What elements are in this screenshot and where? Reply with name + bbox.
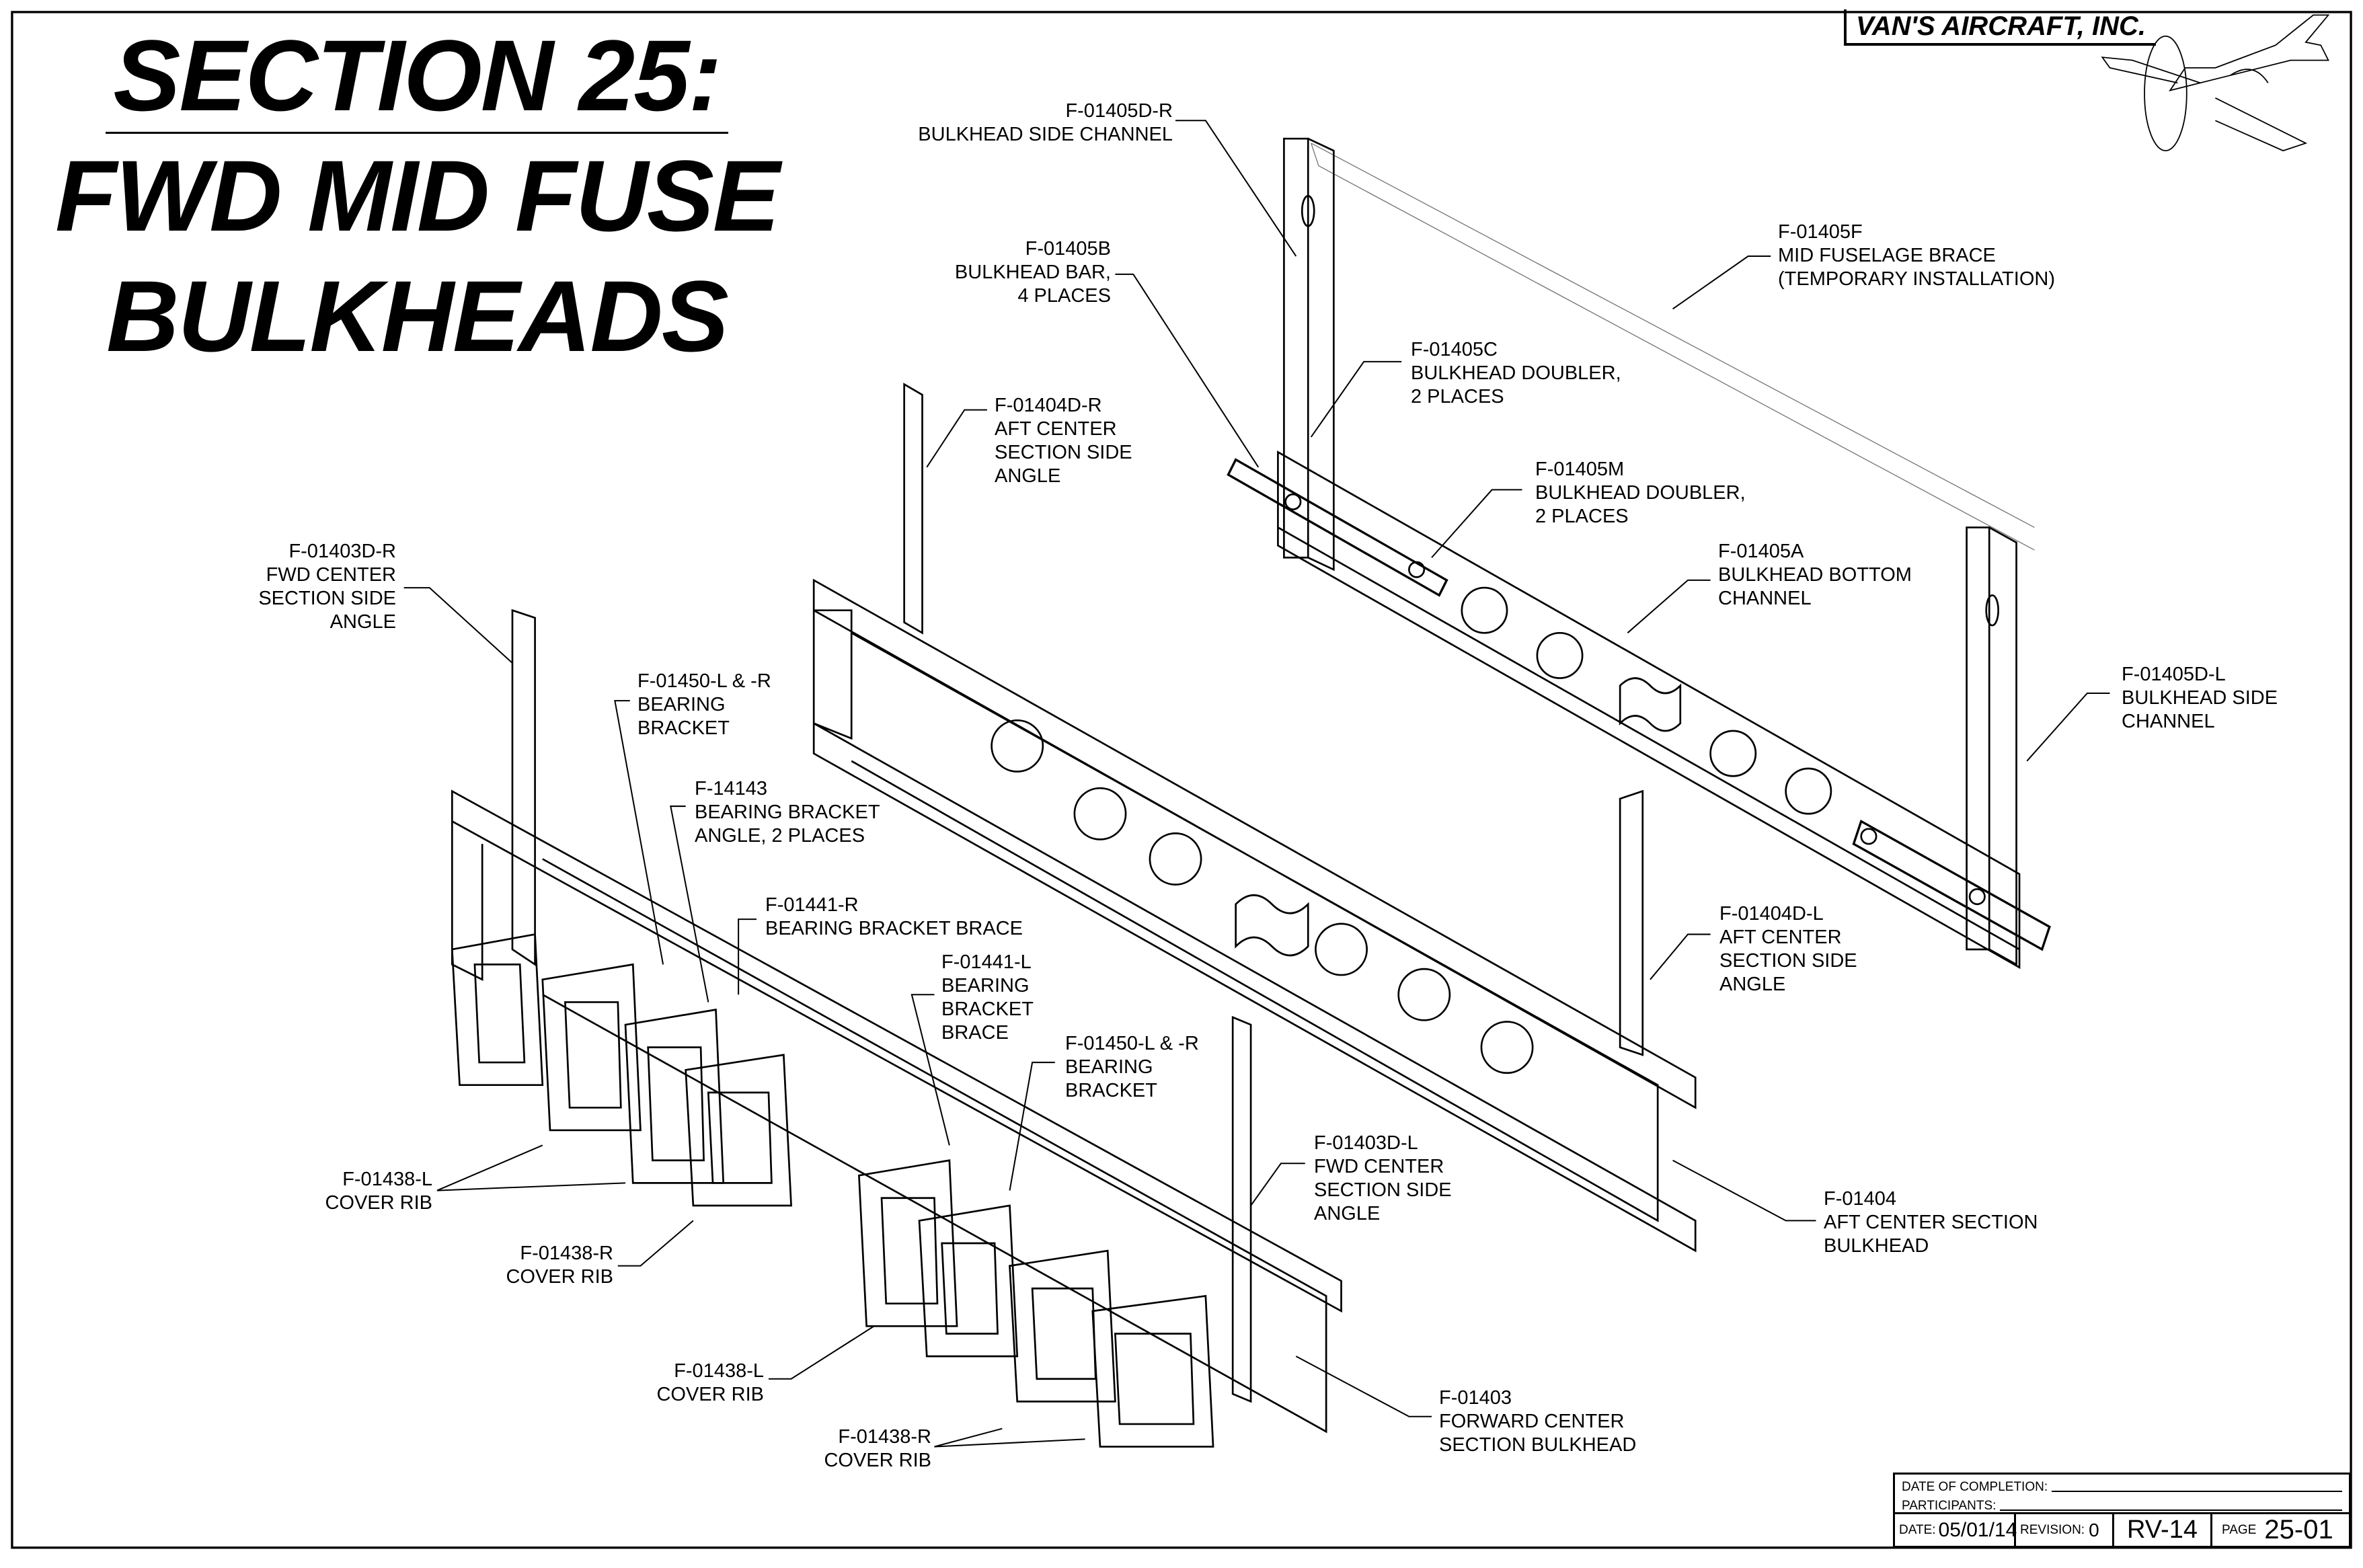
revision-label: REVISION: [2020, 1522, 2085, 1537]
callout-part: F-14143 [695, 778, 768, 799]
bulkhead-bottom-channel [1277, 450, 2021, 970]
callout-desc: BEARING BRACKET BRACE [765, 918, 1023, 939]
page-label: PAGE [2222, 1522, 2257, 1537]
section-title-line3: BULKHEADS [106, 260, 729, 373]
callout-part: F-01438-R [520, 1243, 613, 1264]
revision-value: 0 [2089, 1519, 2099, 1540]
side-channel-right [1283, 137, 1335, 572]
leader-lines [403, 120, 2110, 1448]
date-value: 05/01/14 [1938, 1518, 2017, 1541]
page-cell: PAGE 25-01 [2212, 1514, 2349, 1546]
callout-part: F-01438-L [674, 1360, 764, 1382]
callout-desc: BEARING BRACKET BRACE [941, 975, 1034, 1044]
side-channel-left [1966, 526, 2017, 966]
callout-desc: FORWARD CENTER SECTION BULKHEAD [1439, 1411, 1637, 1456]
callout-desc: BULKHEAD BAR, 4 PLACES [954, 262, 1111, 307]
callout-part: F-01438-L [342, 1169, 432, 1190]
title-divider [106, 132, 728, 134]
participants-label: PARTICIPANTS: [1902, 1499, 1997, 1513]
callout-part: F-01403 [1439, 1387, 1512, 1409]
callout-desc: BULKHEAD DOUBLER, 2 PLACES [1535, 482, 1746, 527]
callout-desc: COVER RIB [506, 1266, 613, 1288]
callout-desc: BULKHEAD DOUBLER, 2 PLACES [1411, 362, 1621, 407]
date-cell: DATE:05/01/14 [1895, 1514, 2017, 1546]
aft-center-section-bulkhead [812, 578, 1697, 1253]
section-title-line1: SECTION 25: [113, 19, 722, 132]
callout-desc: BULKHEAD SIDE CHANNEL [918, 124, 1173, 145]
callout-part: F-01405B [1025, 238, 1111, 260]
callout-part: F-01438-R [838, 1426, 931, 1448]
callout-part: F-01405D-R [1065, 100, 1173, 122]
callout-desc: COVER RIB [824, 1450, 931, 1471]
section-title-line2: FWD MID FUSE [55, 139, 780, 252]
callout-part: F-01403D-L [1314, 1132, 1418, 1154]
callout-part: F-01441-L [941, 951, 1032, 973]
callout-desc: BULKHEAD BOTTOM CHANNEL [1718, 564, 1912, 609]
airplane-icon [2101, 14, 2330, 152]
callout-desc: BEARING BRACKET [637, 694, 730, 739]
brand-name: VAN'S AIRCRAFT, INC. [1844, 9, 2156, 46]
callout-desc: AFT CENTER SECTION BULKHEAD [1824, 1212, 2038, 1257]
callout-desc: BULKHEAD SIDE CHANNEL [2122, 687, 2278, 732]
callout-desc: MID FUSELAGE BRACE (TEMPORARY INSTALLATI… [1778, 245, 2055, 290]
callout-desc: AFT CENTER SECTION SIDE ANGLE [1719, 927, 1857, 995]
completion-field[interactable] [2052, 1491, 2342, 1492]
drawing-border [11, 11, 2352, 1549]
callout-part: F-01405A [1718, 541, 1804, 562]
callout-part: F-01450-L & -R [1065, 1033, 1199, 1054]
callout-part: F-01441-R [765, 894, 859, 916]
callout-part: F-01404 [1824, 1188, 1897, 1210]
revision-cell: REVISION: 0 [2016, 1514, 2114, 1546]
date-label: DATE: [1899, 1522, 1936, 1537]
model-value: RV-14 [2127, 1516, 2198, 1544]
cover-ribs [451, 933, 1214, 1448]
page-number: 25-01 [2264, 1515, 2333, 1544]
title-block: DATE OF COMPLETION: PARTICIPANTS: DATE:0… [1893, 1473, 2351, 1548]
callout-part: F-01403D-R [288, 541, 396, 562]
model-cell: RV-14 [2114, 1514, 2212, 1546]
callout-desc: BEARING BRACKET ANGLE, 2 PLACES [695, 801, 880, 847]
callout-desc: AFT CENTER SECTION SIDE ANGLE [995, 418, 1132, 487]
callout-desc: BEARING BRACKET [1065, 1056, 1157, 1101]
participants-field[interactable] [2000, 1510, 2342, 1511]
callout-part: F-01450-L & -R [637, 670, 771, 692]
callout-part: F-01405D-L [2122, 664, 2226, 685]
callout-part: F-01405F [1778, 221, 1863, 243]
callout-desc: COVER RIB [656, 1384, 764, 1405]
callout-part: F-01404D-R [995, 395, 1102, 416]
callout-part: F-01405C [1411, 339, 1498, 360]
callout-part: F-01404D-L [1719, 903, 1824, 925]
callout-desc: FWD CENTER SECTION SIDE ANGLE [1314, 1156, 1452, 1224]
callout-desc: FWD CENTER SECTION SIDE ANGLE [258, 564, 396, 633]
completion-label: DATE OF COMPLETION: [1902, 1480, 2048, 1494]
callout-desc: COVER RIB [325, 1192, 432, 1214]
callout-part: F-01405M [1535, 459, 1625, 480]
